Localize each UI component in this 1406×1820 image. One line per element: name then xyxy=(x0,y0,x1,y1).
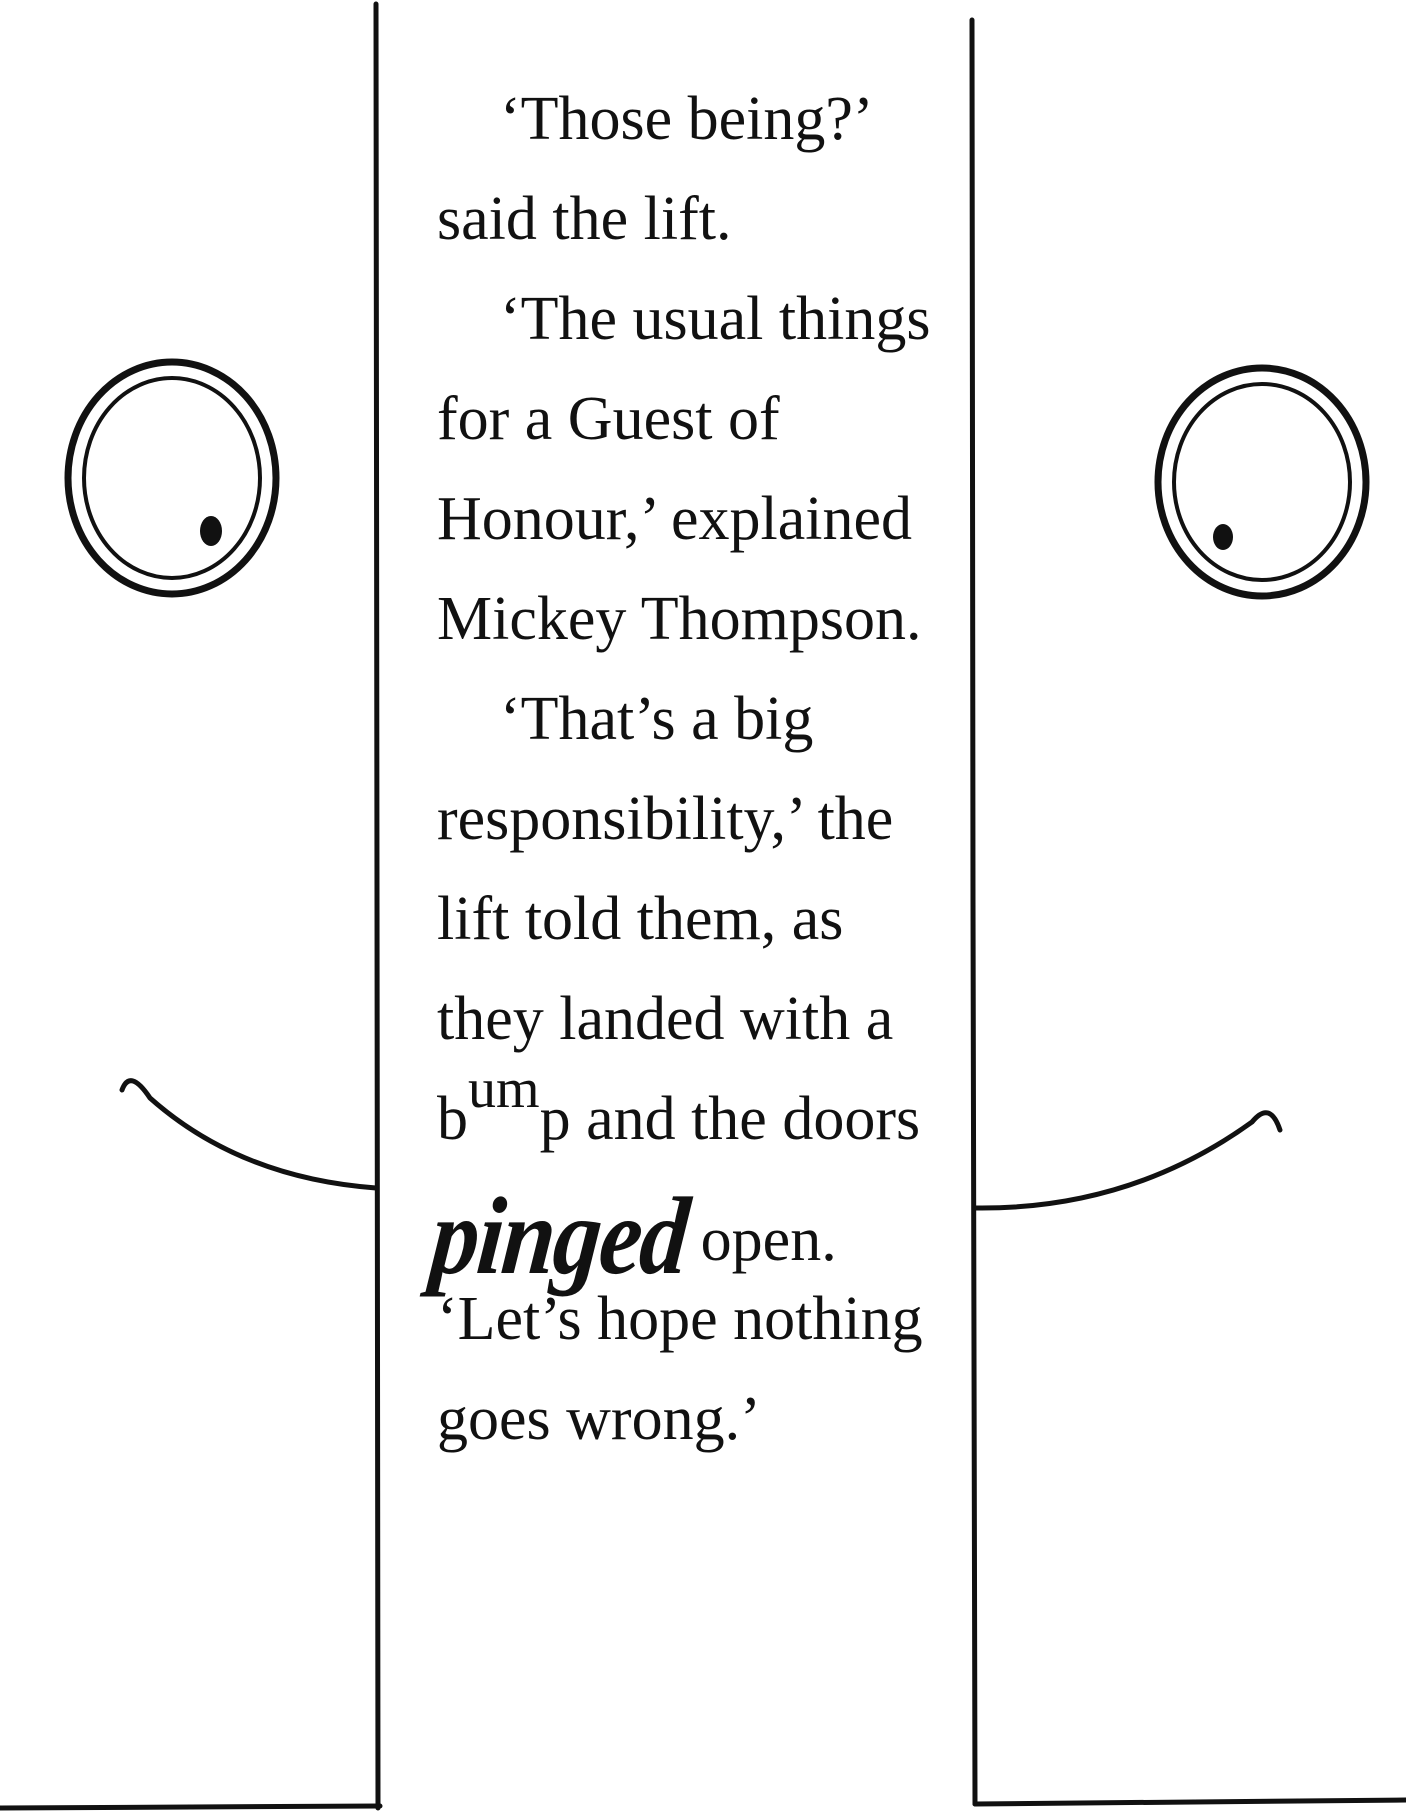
text-line: said the lift. xyxy=(437,185,732,253)
text-line: ‘Let’s hope nothing xyxy=(437,1285,923,1353)
right-door-bottom xyxy=(972,1797,1406,1807)
text-line: for a Guest of xyxy=(437,385,780,453)
text-line: Mickey Thompson. xyxy=(437,585,922,653)
text-line: responsibility,’ the xyxy=(437,785,894,853)
bump-um: um xyxy=(468,1058,540,1120)
left-smile xyxy=(119,1078,379,1191)
text-line: ‘The usual things xyxy=(500,285,931,353)
open-word: open. xyxy=(700,1206,837,1274)
left-door-edge xyxy=(373,1,381,1811)
right-smile xyxy=(972,1110,1283,1211)
left-pupil xyxy=(200,516,222,546)
bump-b: b xyxy=(437,1085,468,1153)
text-line-bump: bump and the doors xyxy=(437,1061,921,1153)
right-door-edge xyxy=(969,17,978,1807)
right-eye-icon xyxy=(1154,364,1370,600)
left-door-bottom xyxy=(0,1803,383,1811)
bump-rest: p and the doors xyxy=(539,1085,921,1153)
right-pupil xyxy=(1213,524,1233,550)
text-line: they landed with a xyxy=(437,985,894,1053)
text-line: Honour,’ explained xyxy=(437,485,912,553)
text-line: ‘Those being?’ xyxy=(500,85,874,153)
left-eye-icon xyxy=(64,358,280,598)
text-line: goes wrong.’ xyxy=(437,1385,761,1453)
text-line: lift told them, as xyxy=(437,885,844,953)
text-line: ‘That’s a big xyxy=(500,685,814,753)
pinged-word: pinged xyxy=(426,1173,693,1297)
